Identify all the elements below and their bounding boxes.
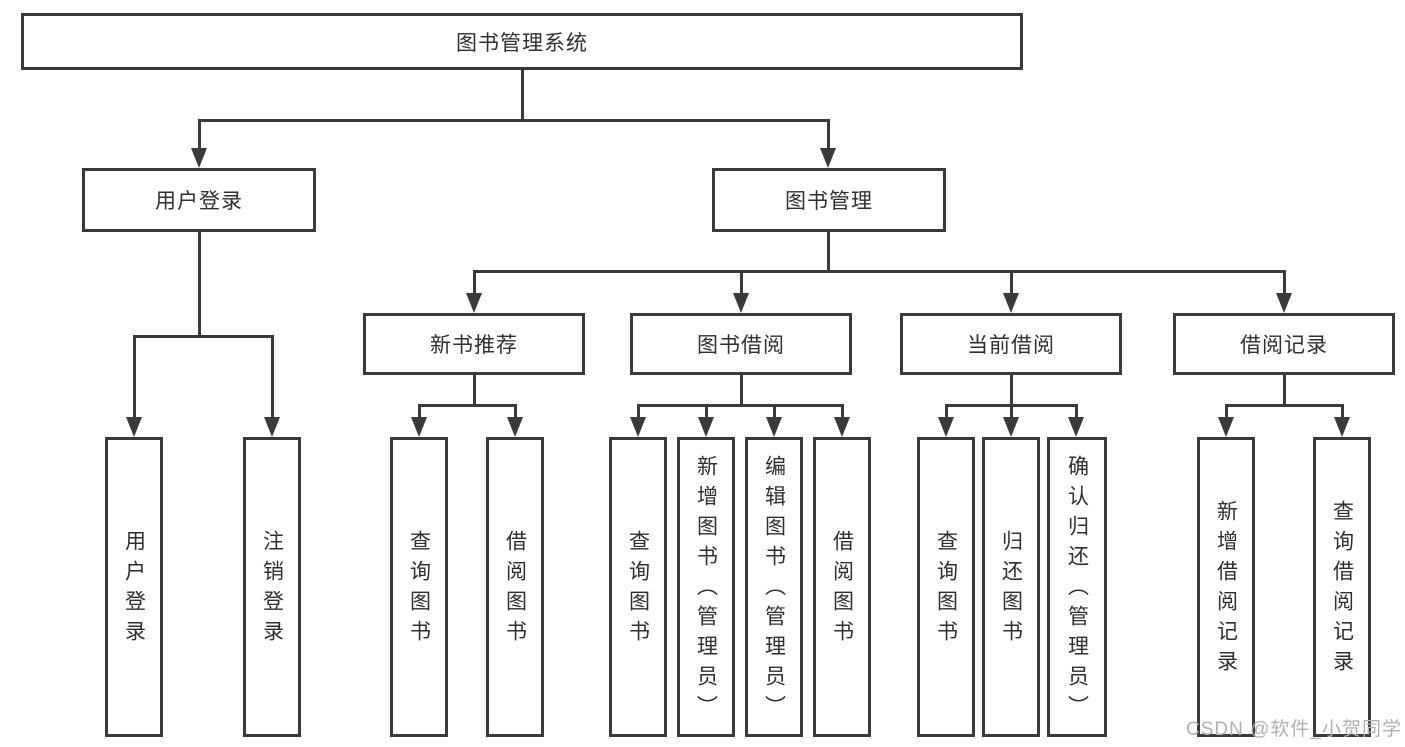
connector-stem-cb-return [1010,404,1013,419]
arrowhead-bb-edit [766,417,782,437]
node-br-add-record: 新增借阅记录 [1197,437,1255,737]
arrowhead-logout [264,417,280,437]
connector-root-drop [521,70,524,121]
arrowhead-book-borrowing [733,293,749,313]
arrowhead-new-books [466,293,482,313]
connector-stem-nb-query [418,404,421,419]
connector-new-books-rail [418,404,517,407]
arrowhead-cb-confirm [1068,417,1084,437]
connector-stem-logout [271,335,274,419]
connector-stem-login [133,335,136,419]
arrowhead-current-borrowing [1003,293,1019,313]
arrowhead-br-query [1334,417,1350,437]
connector-level3-rail [473,270,1286,273]
arrowhead-br-add [1218,417,1234,437]
connector-stem-new-books [473,270,476,295]
node-current-borrowing: 当前借阅 [900,313,1122,375]
connector-stem-cb-confirm [1075,404,1078,419]
arrowhead-nb-borrow [507,417,523,437]
node-cb-query-books: 查询图书 [917,437,975,737]
node-bb-edit-books: 编辑图书（管理员） [745,437,803,737]
connector-current-borrowing-drop [1010,375,1013,406]
connector-stem-bb-edit [773,404,776,419]
node-new-book-recommend: 新书推荐 [363,313,585,375]
node-bb-borrow-books: 借阅图书 [813,437,871,737]
arrowhead-user-login [191,148,207,168]
connector-stem-cb-query [945,404,948,419]
arrowhead-nb-query [411,417,427,437]
node-bb-add-books: 新增图书（管理员） [677,437,735,737]
connector-user-login-rail [133,335,274,338]
connector-book-borrowing-drop [740,375,743,406]
arrowhead-login [126,417,142,437]
node-logout: 注销登录 [243,437,301,737]
connector-stem-br-query [1341,404,1344,419]
node-login: 用户登录 [105,437,163,737]
arrowhead-cb-query [938,417,954,437]
connector-book-borrowing-rail [637,404,844,407]
arrowhead-bb-query [630,417,646,437]
connector-stem-bb-query [637,404,640,419]
node-user-login: 用户登录 [82,168,316,232]
node-cb-return-books: 归还图书 [982,437,1040,737]
watermark: CSDN @软件_小贺同学 [1186,719,1402,740]
node-borrowing-records: 借阅记录 [1173,313,1395,375]
arrowhead-book-management [820,148,836,168]
connector-level2-rail [198,119,830,122]
connector-stem-bb-borrow [841,404,844,419]
connector-stem-bb-add [705,404,708,419]
connector-book-management-drop [827,232,830,272]
node-book-borrowing: 图书借阅 [630,313,852,375]
node-bb-query-books: 查询图书 [609,437,667,737]
node-cb-confirm-return: 确认归还（管理员） [1047,437,1107,737]
node-root: 图书管理系统 [21,13,1023,70]
connector-stem-nb-borrow [514,404,517,419]
node-nb-borrow-books: 借阅图书 [486,437,544,737]
connector-stem-br-add [1225,404,1228,419]
connector-new-books-drop [473,375,476,406]
arrowhead-bb-add [698,417,714,437]
node-book-management: 图书管理 [712,168,946,232]
connector-stem-borrowing-records [1283,270,1286,295]
connector-user-login-drop [198,232,201,337]
node-br-query-record: 查询借阅记录 [1313,437,1371,737]
connector-borrowing-records-drop [1283,375,1286,406]
connector-stem-current-borrowing [1010,270,1013,295]
connector-stem-book-borrowing [740,270,743,295]
node-nb-query-books: 查询图书 [390,437,448,737]
arrowhead-borrowing-records [1276,293,1292,313]
connector-borrowing-records-rail [1225,404,1344,407]
arrowhead-bb-borrow [834,417,850,437]
connector-stem-user-login [198,119,201,150]
connector-stem-book-management [827,119,830,150]
arrowhead-cb-return [1003,417,1019,437]
